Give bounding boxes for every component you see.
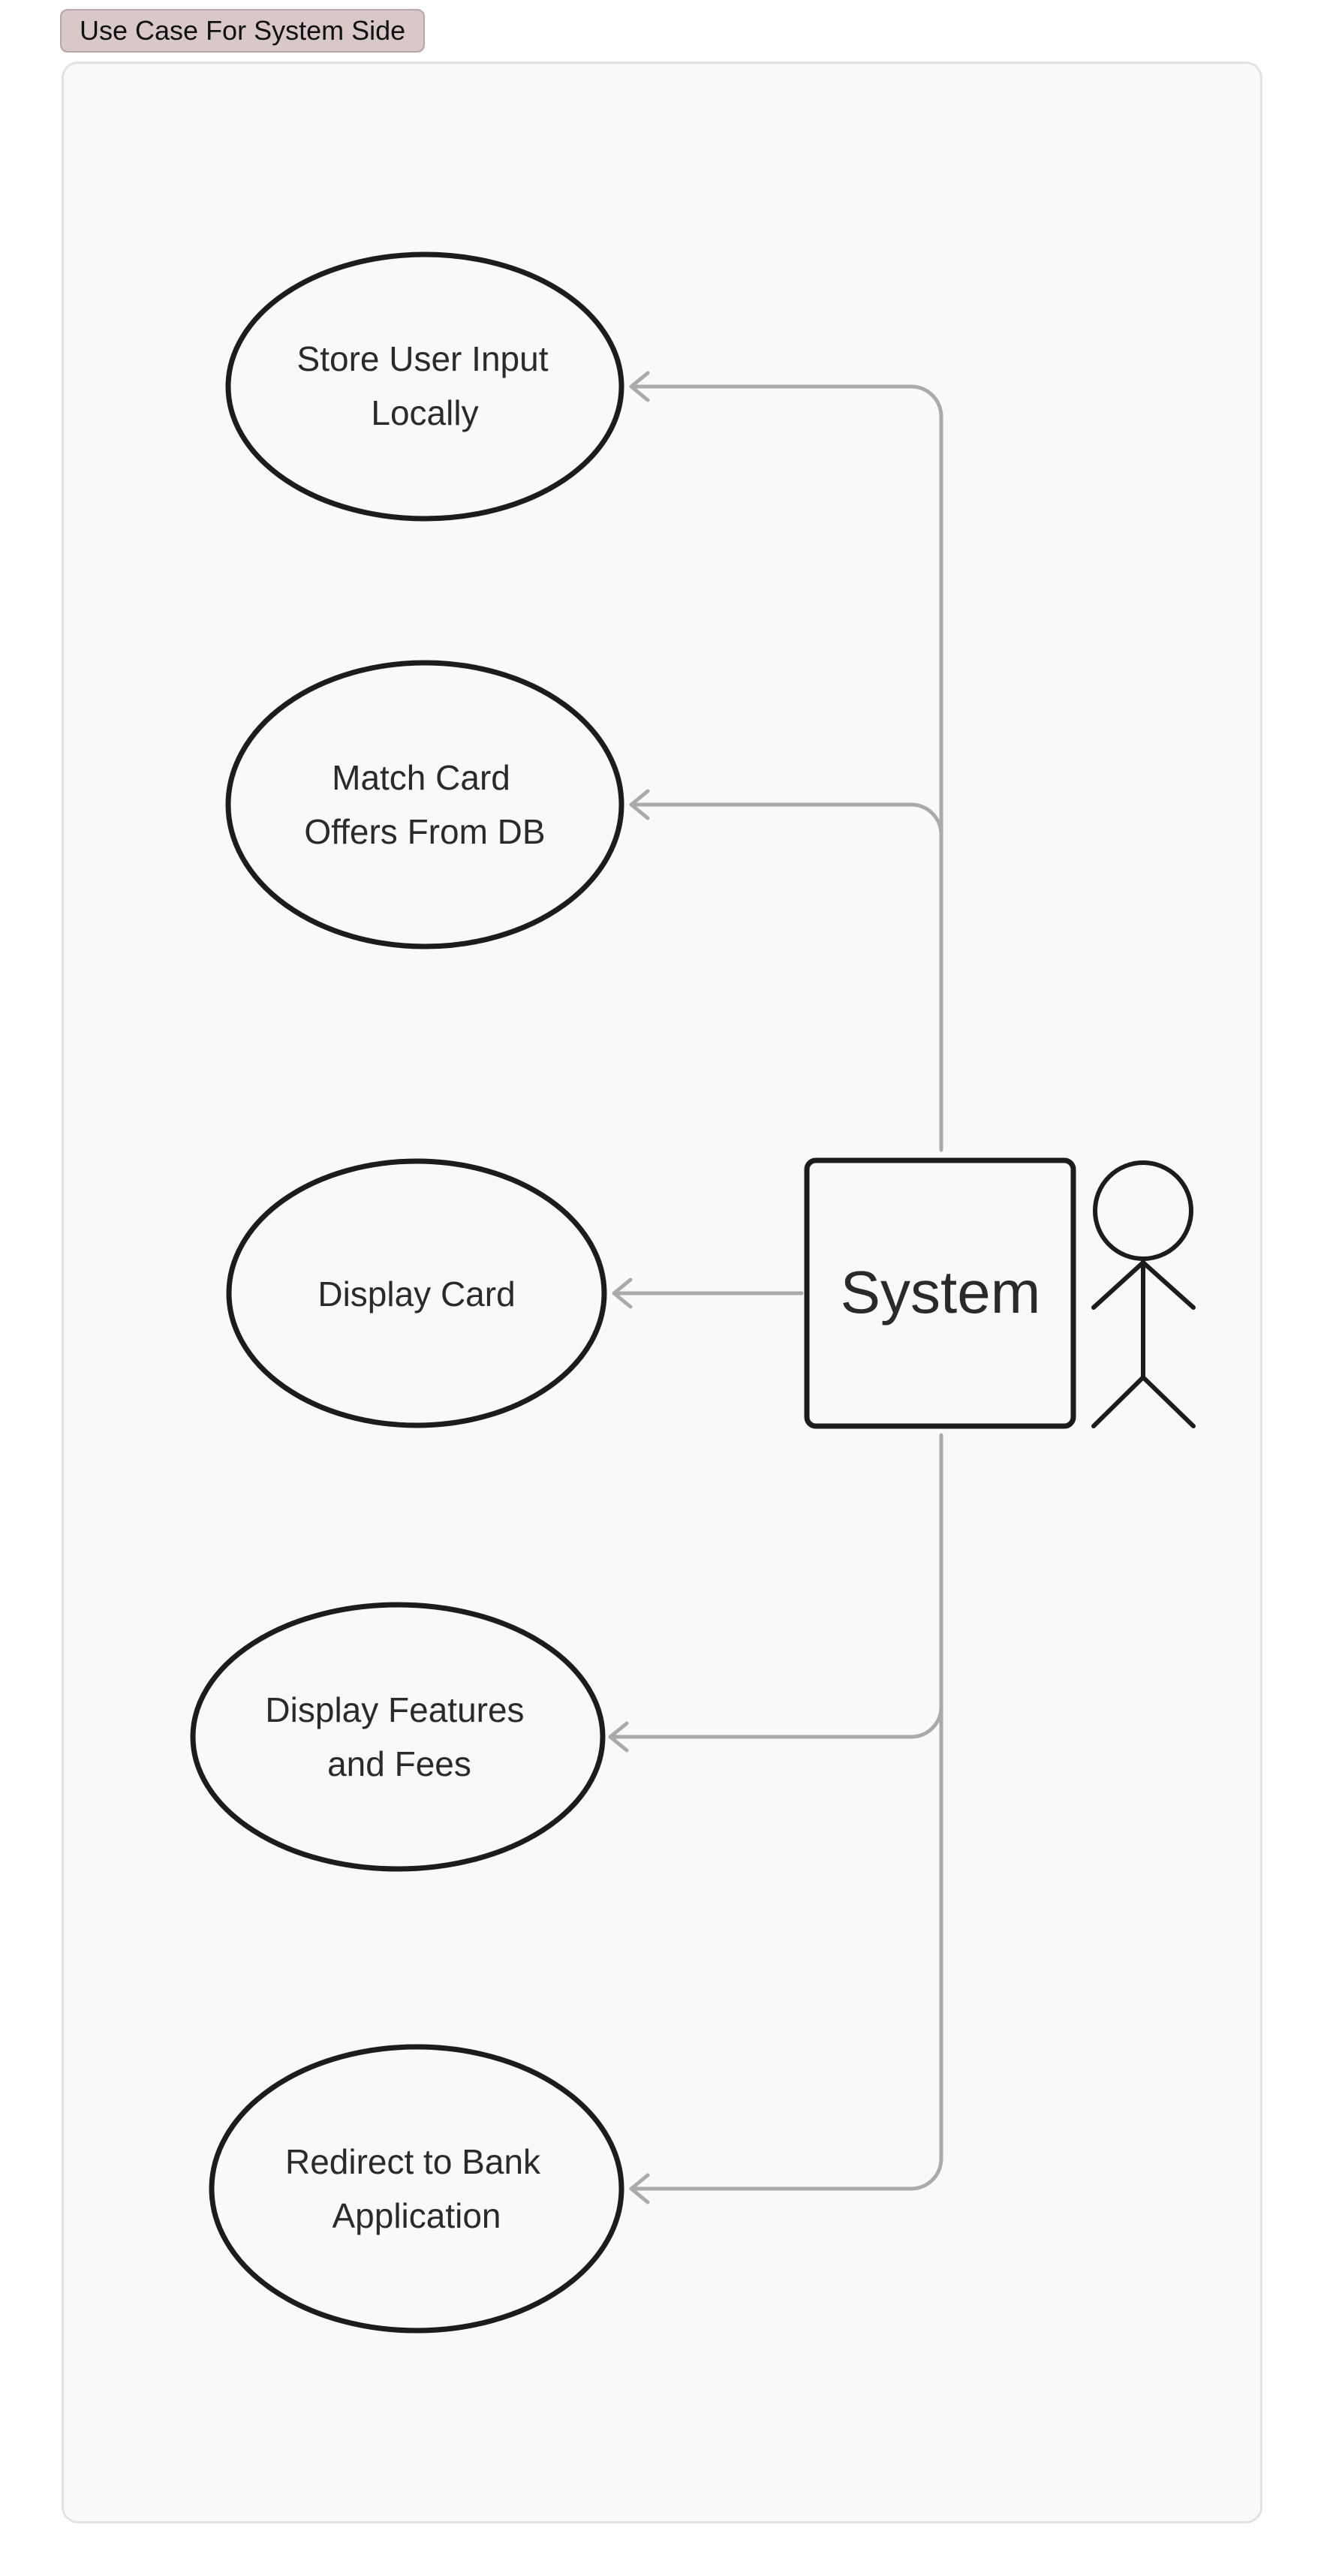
use-case-label: Match Card: [332, 758, 510, 797]
use-case-store-input[interactable]: [225, 251, 624, 522]
use-case-label: Redirect to Bank: [285, 2142, 541, 2181]
use-case-label: Store User Input: [297, 339, 549, 378]
arrowhead-icon: [629, 789, 650, 820]
connector-store-input: [630, 384, 943, 419]
connector-match-offers: [630, 802, 943, 837]
use-case-label: Application: [332, 2196, 501, 2235]
actor-left-leg: [1091, 1375, 1145, 1428]
use-case-label: Display Card: [317, 1274, 515, 1314]
actor-left-arm: [1091, 1260, 1145, 1310]
system-box[interactable]: [804, 1157, 1076, 1429]
use-case-redirect-bank[interactable]: [209, 2044, 624, 2334]
arrowhead-icon: [612, 1277, 633, 1309]
connectors: [609, 384, 943, 2191]
frame-title[interactable]: Use Case For System Side: [60, 9, 426, 53]
system-label: System: [841, 1259, 1041, 1326]
use-case-label: Locally: [371, 393, 478, 432]
actor-icon[interactable]: [1091, 1160, 1196, 1428]
arrowhead-icon: [608, 1721, 629, 1753]
arrowheads: [608, 371, 650, 2204]
use-case-label: Offers From DB: [304, 812, 545, 851]
use-case-label: and Fees: [327, 1744, 471, 1783]
arrowhead-icon: [629, 2173, 650, 2204]
use-case-match-offers[interactable]: [225, 660, 624, 949]
use-case-display-card[interactable]: [226, 1158, 607, 1428]
actor-right-arm: [1141, 1260, 1196, 1310]
arrowhead-icon: [629, 371, 650, 402]
connector-redirect-bank: [630, 2156, 943, 2191]
connector-features-fees: [609, 1705, 943, 1739]
use-case-label: Display Features: [265, 1690, 524, 1729]
actor-right-leg: [1141, 1375, 1196, 1428]
actor-head: [1093, 1160, 1193, 1261]
use-case-features-fees[interactable]: [190, 1602, 606, 1872]
